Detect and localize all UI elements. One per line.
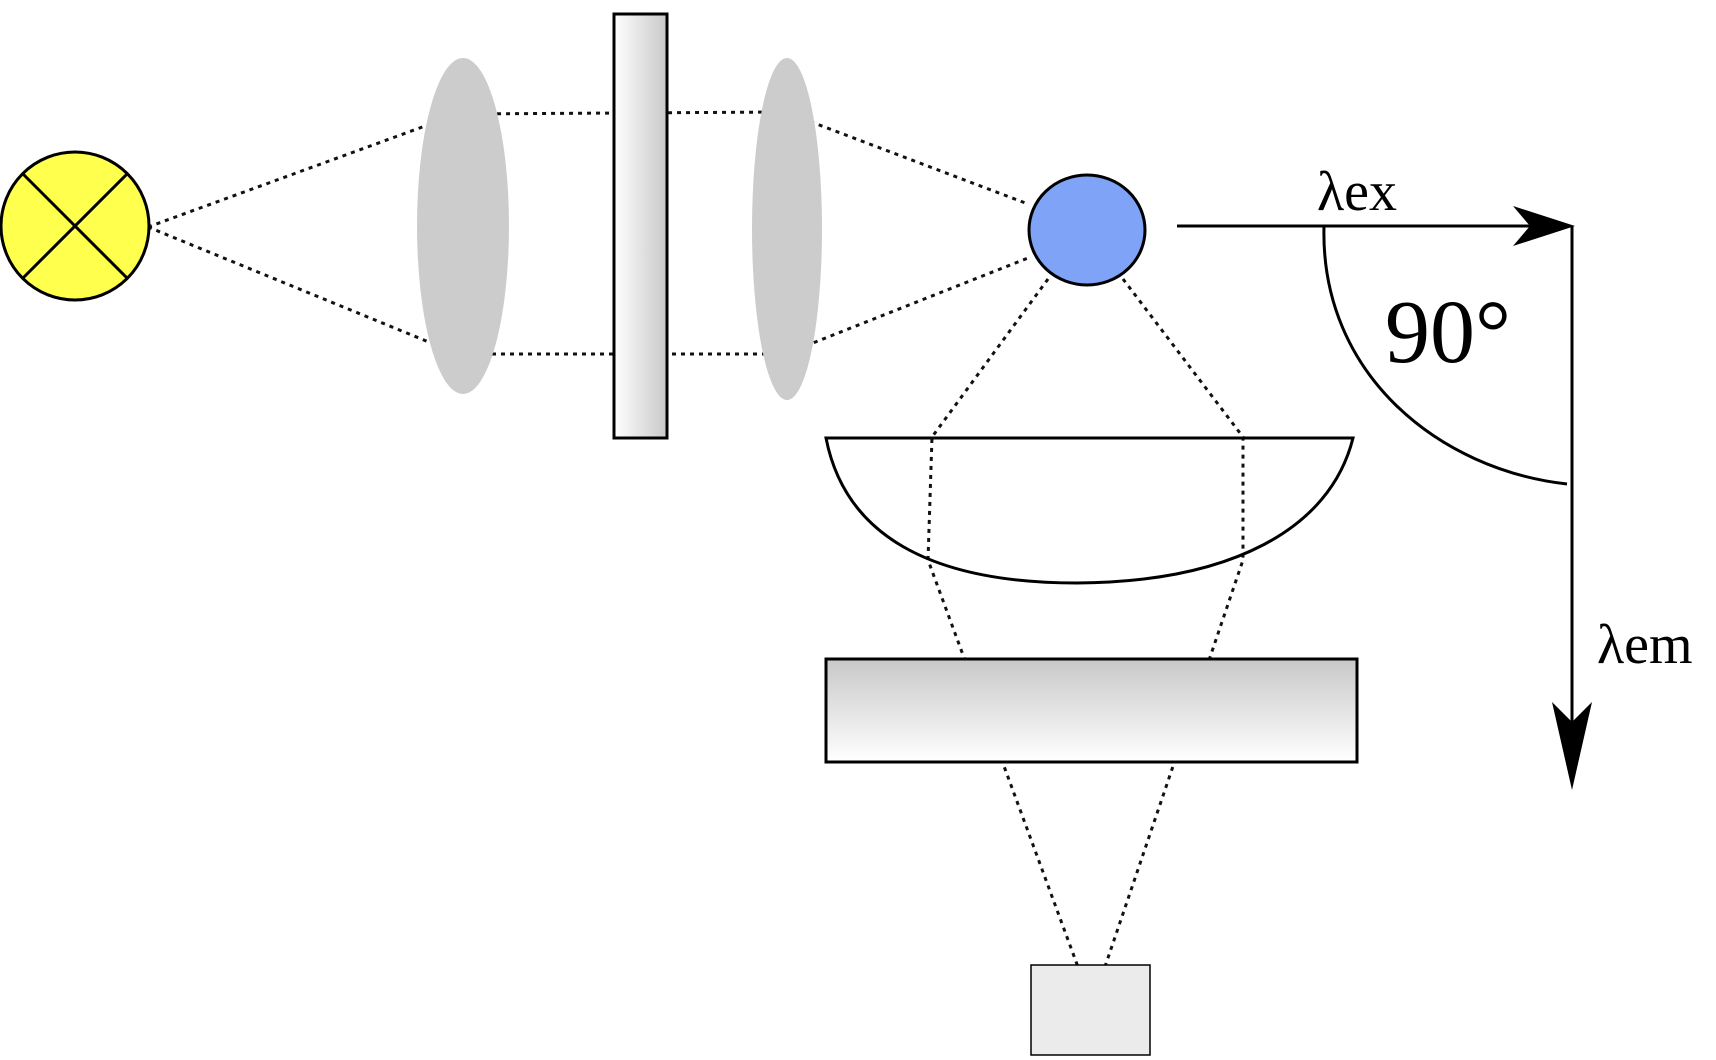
- emission-filter: [824, 657, 1359, 764]
- angle-indicator: [1177, 206, 1592, 790]
- excitation-lens-2: [752, 58, 822, 400]
- excitation-arrowhead: [1513, 206, 1575, 246]
- emission-beam: [926, 278, 1245, 1006]
- emission-collection-lens: [824, 436, 1355, 585]
- sample-circle-icon: [1027, 173, 1147, 287]
- emission-arrowhead: [1552, 702, 1592, 790]
- angle-label: 90°: [1385, 283, 1511, 382]
- excitation-filter: [612, 12, 669, 440]
- excitation-lens-1: [417, 58, 509, 394]
- excitation-beam: [147, 110, 1029, 356]
- detector: [1030, 964, 1151, 1056]
- angle-arc: [1322, 225, 1568, 486]
- emission-label: λem: [1597, 614, 1693, 676]
- excitation-label: λex: [1317, 161, 1397, 223]
- lamp-crossed-circle-icon: [0, 150, 151, 302]
